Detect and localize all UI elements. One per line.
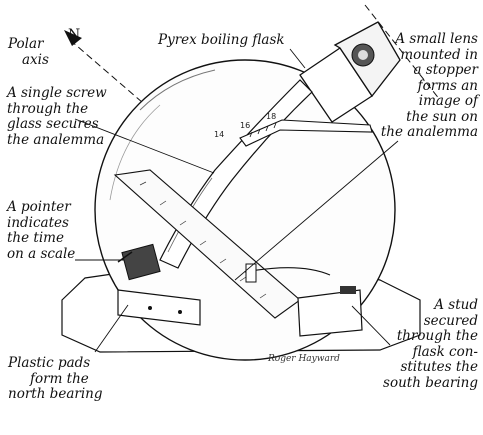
label-stud: A stud secured through the flask con- st… (383, 297, 478, 391)
label-lens: A small lens mounted in a stopper forms … (380, 31, 478, 140)
label-flask: Pyrex boiling flask (158, 32, 285, 48)
arm-ticks (249, 122, 277, 138)
label-pads: Plastic pads form the north bearing (8, 355, 103, 402)
label-pointer: A pointer indicates the time on a scale (7, 199, 76, 262)
north-bearing-pads (117, 289, 201, 326)
scale-number: 14 (214, 130, 224, 139)
south-bearing-stud (297, 289, 363, 337)
label-screw: A single screw through the glass secures… (7, 85, 107, 148)
leader-lines (74, 48, 399, 353)
flask-highlight (139, 69, 216, 111)
artist-signature: Roger Hayward (268, 354, 340, 364)
support-arm (239, 119, 373, 147)
scale-number: 18 (266, 112, 276, 121)
sun-ray-line (364, 4, 441, 101)
polar-axis-arrow-icon (64, 30, 82, 46)
axis-letter-n: N (68, 27, 81, 43)
flask-sphere (94, 59, 396, 361)
scale-number: 16 (240, 121, 250, 130)
label-polar-axis: Polar axis (8, 36, 49, 68)
